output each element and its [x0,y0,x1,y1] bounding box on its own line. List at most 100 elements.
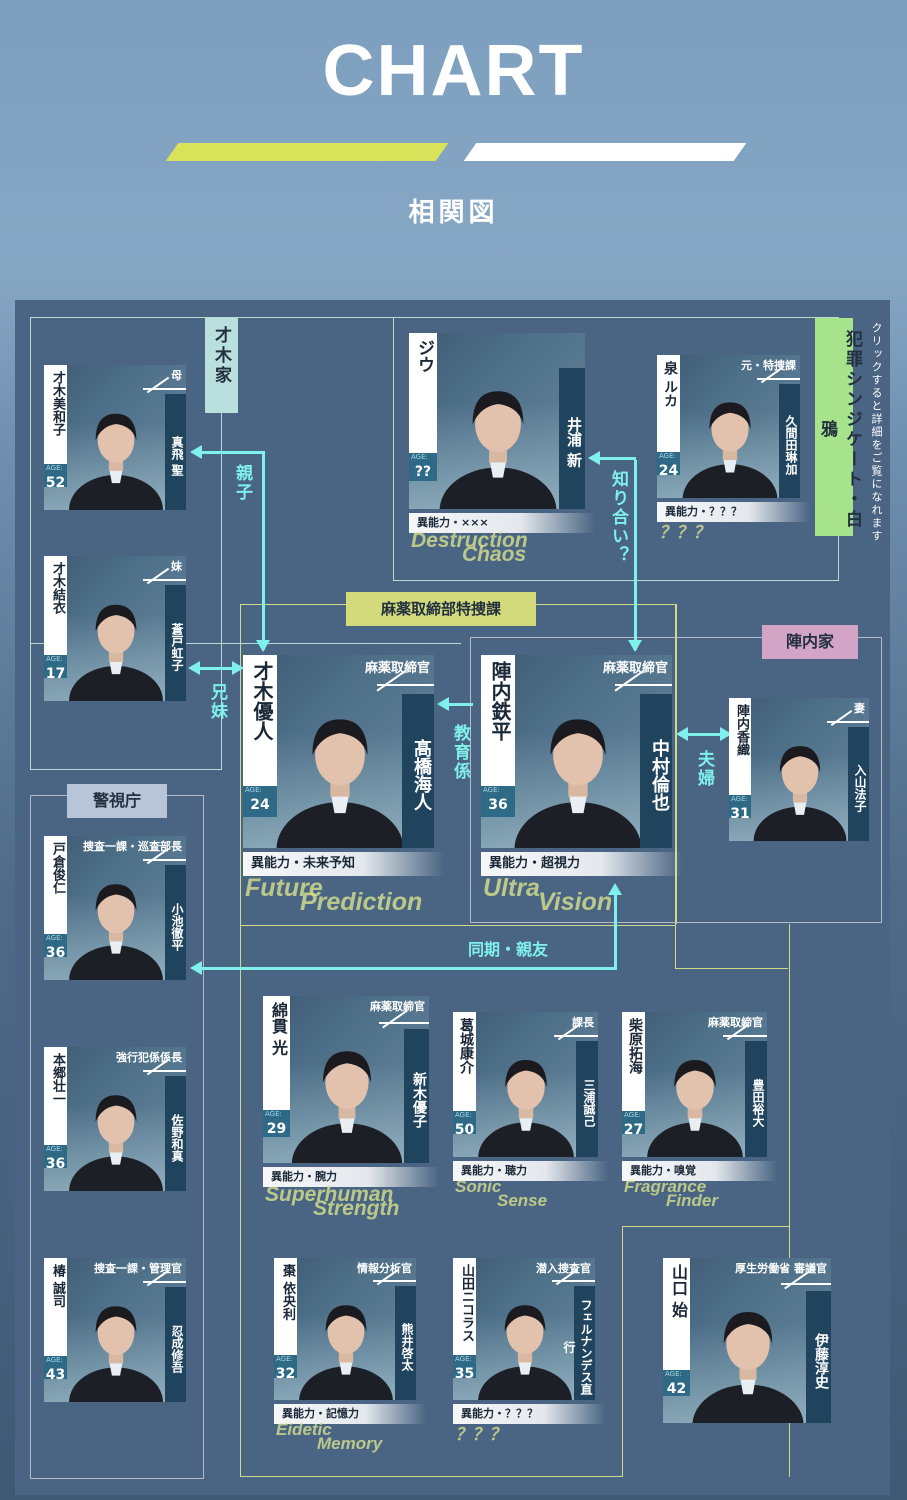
age-value: 36 [45,945,66,961]
syndicate-tag[interactable]: 犯罪シンジケート・白鴉 [815,318,862,536]
age-label: AGE: [265,1110,282,1118]
role-underline [143,1281,186,1283]
portrait-tsubaki [69,1306,163,1402]
ability-label: 異能力・聴力 [453,1161,608,1181]
character-name: 葛城康介 [453,1012,476,1111]
age-value: 24 [250,797,270,813]
ability-english-1: ？？？ [659,523,710,542]
ability-english-1: Fragrance [624,1177,707,1196]
ability-english-1: Superhuman [265,1183,394,1206]
jinnai-family-box [470,637,882,923]
peers-line-v [614,892,617,970]
ability-label: 異能力・未来予知 [243,852,444,876]
character-name: 本郷壮一 [44,1047,67,1145]
character-role: 麻薬取締官 [370,1000,425,1013]
age-label: AGE: [455,1111,472,1119]
portrait-kaori [753,746,846,841]
portrait-yui [69,604,163,701]
age-label: AGE: [455,1355,472,1363]
actor-name: 中村倫也 [640,694,672,848]
age-value: 17 [45,666,66,682]
age-value: 27 [623,1122,644,1138]
character-role: 麻薬取締官 [602,661,668,676]
page-title: CHART [322,31,585,111]
actor-name: 久間田琳加 [779,384,800,498]
age-value: 24 [658,463,679,479]
actor-name: 髙橋海人 [402,694,434,848]
age-label: AGE: [245,786,262,794]
actor-name: 小池徹平 [165,865,186,980]
character-name: 才木美和子 [44,365,67,464]
jinnai-family-tag: 陣内家 [762,625,858,659]
ability-english-1: ？？？ [455,1425,506,1444]
ability-label: 異能力・××× [409,513,595,533]
character-name: ジウ [409,333,437,453]
title-accent-bar-white [463,143,747,161]
age-badge: AGE:31 [729,795,751,822]
character-role: 潜入捜査官 [536,1262,591,1275]
saiki-family-box-left [30,317,222,770]
age-badge: AGE:35 [453,1355,476,1382]
age-badge: AGE: 32 [274,1355,297,1382]
ability-english-2: Strength [313,1197,400,1220]
character-name: 才木優人 [243,655,277,786]
age-badge: AGE: 24 [243,786,277,817]
age-badge: AGE:52 [44,464,67,491]
arrow-left-icon [588,451,600,465]
portrait-hongo [69,1095,163,1191]
ability-english-1: Eidetic [276,1420,332,1439]
relation-spouses: 夫婦 [694,750,714,788]
character-name: 山田ニコラス [453,1258,476,1355]
character-name: 山口 始 [663,1258,690,1370]
role-underline [757,378,800,380]
arrow-left-icon [437,697,449,711]
portrait-ruka [682,402,777,498]
narcotics-box-step [675,968,788,969]
ability-english-2: Prediction [300,888,423,916]
actor-name: 豊田裕大 [745,1041,767,1157]
ability-english-1: Future [245,874,323,902]
age-value: 42 [666,1381,687,1397]
character-role: 元・特捜課 [741,359,796,372]
arrow-left-icon [188,661,200,675]
ability-label: 異能力・記憶力 [274,1404,426,1424]
age-value: 32 [275,1366,296,1382]
age-badge: AGE: 17 [44,655,67,682]
ability-label: 異能力・？？？ [657,502,810,522]
narcotics-box-right-edge [675,604,676,969]
ability-english-2: Finder [666,1191,718,1210]
character-role: 妹 [171,560,182,573]
arrow-left-icon [676,727,688,741]
age-badge: AGE:24 [657,452,680,479]
age-label: AGE: [276,1355,293,1363]
age-label: AGE: [46,655,63,663]
character-role: 妻 [854,702,865,715]
ability-english-1: Destruction [411,529,528,552]
role-underline [373,1280,416,1282]
age-label: AGE: [46,1145,63,1153]
role-underline [143,579,186,581]
portrait-yamaguchi [692,1311,804,1423]
spouses-line [685,733,723,736]
character-name: 泉 ルカ [657,355,680,452]
relation-parent-child: 親子 [232,464,252,502]
actor-name: 佐野和真 [165,1076,186,1191]
character-role: 厚生労働省 審議官 [735,1262,827,1275]
siblings-line [197,667,235,670]
